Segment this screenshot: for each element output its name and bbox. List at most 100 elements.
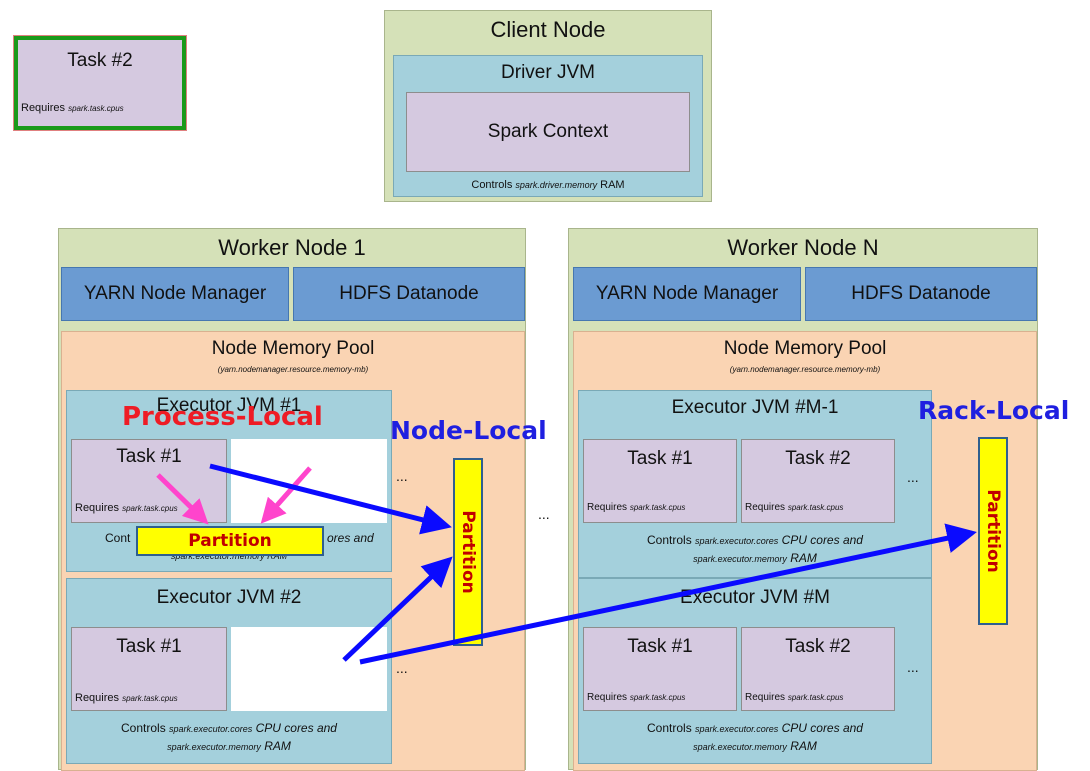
- worker1-yarn-label: YARN Node Manager: [83, 283, 267, 304]
- executor-m-task-1-requires: Requires spark.task.cpus: [587, 692, 685, 703]
- task2-title: Task #2: [67, 50, 133, 71]
- controls-param: spark.executor.cores: [169, 724, 253, 734]
- workerN-pool-param: (yarn.nodemanager.resource.memory-mb): [729, 365, 881, 374]
- executor-2-title: Executor JVM #2: [156, 587, 302, 608]
- executor-2-controls-line2: spark.executor.memory RAM: [67, 737, 391, 756]
- executor-2-task-1-title: Task #1: [116, 636, 182, 657]
- executor-m-1-controls: Controls spark.executor.cores CPU cores …: [579, 531, 931, 550]
- task2-requires: Requires spark.task.cpus: [21, 102, 124, 114]
- workerN-pool-title: Node Memory Pool: [723, 338, 887, 359]
- executor-m-controls-line2: spark.executor.memory RAM: [579, 737, 931, 756]
- task2-requires-label: Requires: [21, 102, 66, 114]
- partition-process-local: Partition: [136, 526, 324, 556]
- controls-param2: spark.executor.memory: [693, 554, 787, 564]
- executor-m-1-task-2-title: Task #2: [785, 448, 851, 469]
- executor-1-controls-a: Cont: [105, 531, 131, 545]
- executor-m-1-task-2: Task #2 Requires spark.task.cpus: [741, 439, 895, 523]
- task2-requires-param: spark.task.cpus: [68, 104, 124, 113]
- worker-node-1-title: Worker Node 1: [218, 235, 366, 260]
- requires-label: Requires: [587, 502, 628, 513]
- executor-1-task-1-title: Task #1: [116, 446, 182, 467]
- requires-param: spark.task.cpus: [122, 694, 178, 703]
- worker1-ellipsis-1: ...: [396, 468, 408, 484]
- executor-2-controls: Controls spark.executor.cores CPU cores …: [67, 719, 391, 738]
- driver-controls-label: Controls: [471, 179, 513, 191]
- worker1-hdfs-label: HDFS Datanode: [339, 283, 479, 304]
- controls-mid: CPU cores and: [255, 721, 337, 735]
- worker1-ellipsis-2: ...: [396, 660, 408, 676]
- partition-process-local-label: Partition: [188, 531, 272, 551]
- client-node: Client Node Driver JVM Spark Context Con…: [384, 10, 712, 202]
- node-local-label: Node-Local: [390, 416, 547, 445]
- executor-1-empty-slot: [231, 439, 387, 523]
- executor-1-controls-line2: spark.executor.memory RAM: [170, 551, 288, 561]
- workerN-hdfs: HDFS Datanode: [805, 267, 1037, 321]
- executor-m-1-task-1-requires: Requires spark.task.cpus: [587, 502, 685, 513]
- workerN-yarn-label: YARN Node Manager: [595, 283, 779, 304]
- driver-controls: Controls spark.driver.memory RAM: [394, 176, 702, 194]
- requires-param: spark.task.cpus: [122, 504, 178, 513]
- executor-m-1-ellipsis: ...: [907, 469, 919, 485]
- controls-suffix: RAM: [790, 551, 817, 565]
- executor-m-controls: Controls spark.executor.cores CPU cores …: [579, 719, 931, 738]
- controls-param2: spark.executor.memory: [167, 742, 261, 752]
- executor-m-title: Executor JVM #M: [680, 587, 830, 608]
- controls-param2: spark.executor.memory: [693, 742, 787, 752]
- partition-rack-local-label: Partition: [983, 489, 1003, 573]
- executor-1-task-1-requires: Requires spark.task.cpus: [75, 502, 178, 514]
- workerN-hdfs-label: HDFS Datanode: [851, 283, 991, 304]
- executor-m-1-task-1: Task #1 Requires spark.task.cpus: [583, 439, 737, 523]
- driver-jvm: Driver JVM Spark Context Controls spark.…: [393, 55, 703, 197]
- requires-param: spark.task.cpus: [787, 503, 844, 512]
- executor-1-title: Executor JVM #1: [156, 395, 302, 416]
- client-node-title: Client Node: [490, 17, 606, 42]
- partition-node-local-label: Partition: [458, 510, 478, 594]
- requires-label: Requires: [587, 692, 628, 703]
- driver-controls-suffix: RAM: [600, 179, 625, 191]
- worker1-hdfs: HDFS Datanode: [293, 267, 525, 321]
- worker-node-n-title: Worker Node N: [727, 235, 879, 260]
- executor-m-1-title: Executor JVM #M-1: [671, 397, 839, 418]
- executor-m-task-1: Task #1 Requires spark.task.cpus: [583, 627, 737, 711]
- driver-jvm-title: Driver JVM: [501, 62, 595, 83]
- controls-param: spark.executor.cores: [695, 536, 779, 546]
- task2-legend-box: Task #2 Requires spark.task.cpus: [13, 35, 187, 131]
- driver-controls-param: spark.driver.memory: [515, 180, 598, 190]
- controls-suffix: RAM: [264, 739, 291, 753]
- controls-mid: CPU cores and: [781, 721, 863, 735]
- controls-mid: CPU cores and: [781, 533, 863, 547]
- worker1-pool-param: (yarn.nodemanager.resource.memory-mb): [217, 365, 369, 374]
- executor-m-task-2-requires: Requires spark.task.cpus: [745, 692, 843, 703]
- requires-label: Requires: [745, 502, 786, 513]
- rack-local-label: Rack-Local: [918, 396, 1070, 425]
- controls-label: Controls: [647, 533, 692, 547]
- workerN-executor-m-1: Executor JVM #M-1 Task #1 Requires spark…: [578, 390, 932, 578]
- controls-suffix: RAM: [790, 739, 817, 753]
- executor-2-task-1-requires: Requires spark.task.cpus: [75, 692, 178, 704]
- requires-param: spark.task.cpus: [629, 693, 686, 702]
- worker1-yarn: YARN Node Manager: [61, 267, 289, 321]
- worker1-executor-2: Executor JVM #2 Task #1 Requires spark.t…: [66, 578, 392, 764]
- worker-node-n: Worker Node N YARN Node Manager HDFS Dat…: [568, 228, 1038, 771]
- controls-param: spark.executor.cores: [695, 724, 779, 734]
- executor-1-task-1: Task #1 Requires spark.task.cpus: [71, 439, 227, 523]
- requires-label: Requires: [745, 692, 786, 703]
- executor-m-task-2: Task #2 Requires spark.task.cpus: [741, 627, 895, 711]
- worker1-pool-title: Node Memory Pool: [211, 338, 375, 359]
- executor-m-task-1-title: Task #1: [627, 636, 693, 657]
- executor-m-1-controls-line2: spark.executor.memory RAM: [579, 549, 931, 568]
- partition-node-local: Partition: [453, 458, 483, 646]
- requires-label: Requires: [75, 502, 120, 514]
- executor-1-controls-b: ores and: [327, 531, 374, 545]
- partition-rack-local: Partition: [978, 437, 1008, 625]
- workerN-yarn: YARN Node Manager: [573, 267, 801, 321]
- requires-label: Requires: [75, 692, 120, 704]
- executor-m-ellipsis: ...: [907, 659, 919, 675]
- between-workers-ellipsis: ...: [538, 506, 550, 522]
- executor-m-task-2-title: Task #2: [785, 636, 851, 657]
- requires-param: spark.task.cpus: [629, 503, 686, 512]
- executor-m-1-task-1-title: Task #1: [627, 448, 693, 469]
- executor-2-empty-slot: [231, 627, 387, 711]
- executor-2-task-1: Task #1 Requires spark.task.cpus: [71, 627, 227, 711]
- workerN-executor-m: Executor JVM #M Task #1 Requires spark.t…: [578, 578, 932, 764]
